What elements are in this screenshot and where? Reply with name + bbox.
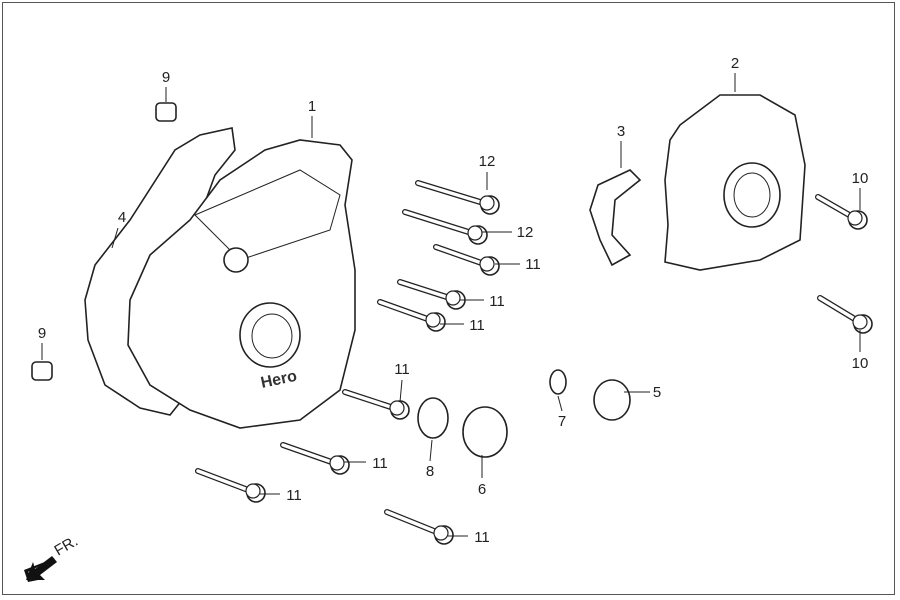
leader-line bbox=[399, 379, 403, 403]
callout-dowel-pin-upper: 9 bbox=[162, 69, 170, 102]
callout-plug: 6 bbox=[478, 455, 486, 498]
left-crankcase-cover: Hero bbox=[127, 139, 356, 429]
callout-bolt-long: 12 bbox=[482, 224, 533, 241]
callout-number: 12 bbox=[517, 224, 534, 241]
bolt-icon bbox=[817, 295, 873, 334]
dowel-pin-icon bbox=[155, 102, 177, 122]
bolt-icon bbox=[384, 509, 454, 545]
callout-number: 11 bbox=[525, 256, 541, 273]
callout-number: 11 bbox=[489, 293, 505, 310]
callout-number: 8 bbox=[426, 463, 434, 480]
direction-label: FR. bbox=[52, 533, 81, 560]
callout-bolt-upper-right: 10 bbox=[852, 170, 869, 210]
callout-cap: 5 bbox=[624, 384, 661, 401]
bolt-icon bbox=[815, 194, 868, 230]
callout-bolt: 11 bbox=[448, 529, 490, 546]
callout-number: 2 bbox=[731, 55, 739, 72]
callout-number: 9 bbox=[162, 69, 170, 86]
bolt-icon bbox=[195, 468, 266, 503]
callout-number: 4 bbox=[118, 209, 126, 226]
callout-bolt: 11 bbox=[495, 256, 541, 273]
callout-number: 9 bbox=[38, 325, 46, 342]
callout-cover-upper: 2 bbox=[731, 55, 739, 92]
callout-number: 11 bbox=[474, 529, 490, 546]
callout-left-crankcase-cover: 1 bbox=[308, 98, 316, 138]
callout-o-ring-large: 8 bbox=[426, 439, 434, 480]
bolt-icon bbox=[377, 299, 446, 332]
callout-bracket: 3 bbox=[617, 123, 625, 168]
callout-number: 11 bbox=[372, 455, 388, 472]
front-arrow-icon bbox=[26, 556, 57, 580]
callout-number: 7 bbox=[558, 413, 566, 430]
bolt-icon bbox=[342, 389, 410, 420]
leader-line bbox=[429, 439, 433, 462]
callout-bolt: 11 bbox=[260, 487, 302, 504]
o-ring-small bbox=[549, 369, 567, 395]
bolt-icon bbox=[397, 279, 466, 310]
callout-number: 12 bbox=[479, 153, 496, 170]
cap-part bbox=[593, 379, 631, 421]
callout-dowel-pin-lower: 9 bbox=[38, 325, 46, 360]
callout-bolt-long: 12 bbox=[479, 153, 496, 190]
leader-line bbox=[557, 395, 563, 412]
callout-number: 6 bbox=[478, 481, 486, 498]
callout-number: 10 bbox=[852, 355, 869, 372]
callout-number: 10 bbox=[852, 170, 869, 187]
callout-number: 11 bbox=[394, 361, 410, 378]
callout-bolt: 11 bbox=[460, 293, 505, 310]
callout-bolt: 11 bbox=[440, 317, 485, 334]
callout-number: 5 bbox=[653, 384, 661, 401]
upper-cover-part bbox=[664, 94, 806, 271]
callout-number: 1 bbox=[308, 98, 316, 115]
bolt-icon bbox=[415, 180, 500, 215]
callout-bolt-lower-right: 10 bbox=[852, 330, 869, 372]
bolt-icon bbox=[433, 244, 500, 276]
dowel-pin-icon bbox=[31, 361, 53, 381]
callout-gasket: 4 bbox=[111, 209, 126, 249]
leader-line bbox=[111, 227, 119, 249]
o-ring-large bbox=[417, 397, 449, 439]
bolt-icon bbox=[280, 442, 350, 475]
callout-number: 11 bbox=[286, 487, 302, 504]
plug-part bbox=[462, 406, 508, 458]
callout-number: 11 bbox=[469, 317, 485, 334]
callout-o-ring-small: 7 bbox=[557, 395, 566, 430]
callout-bolt: 11 bbox=[344, 455, 388, 472]
callout-number: 3 bbox=[617, 123, 625, 140]
callout-bolt: 11 bbox=[394, 361, 410, 403]
bracket-part bbox=[589, 169, 642, 267]
bolt-icon bbox=[402, 209, 488, 245]
